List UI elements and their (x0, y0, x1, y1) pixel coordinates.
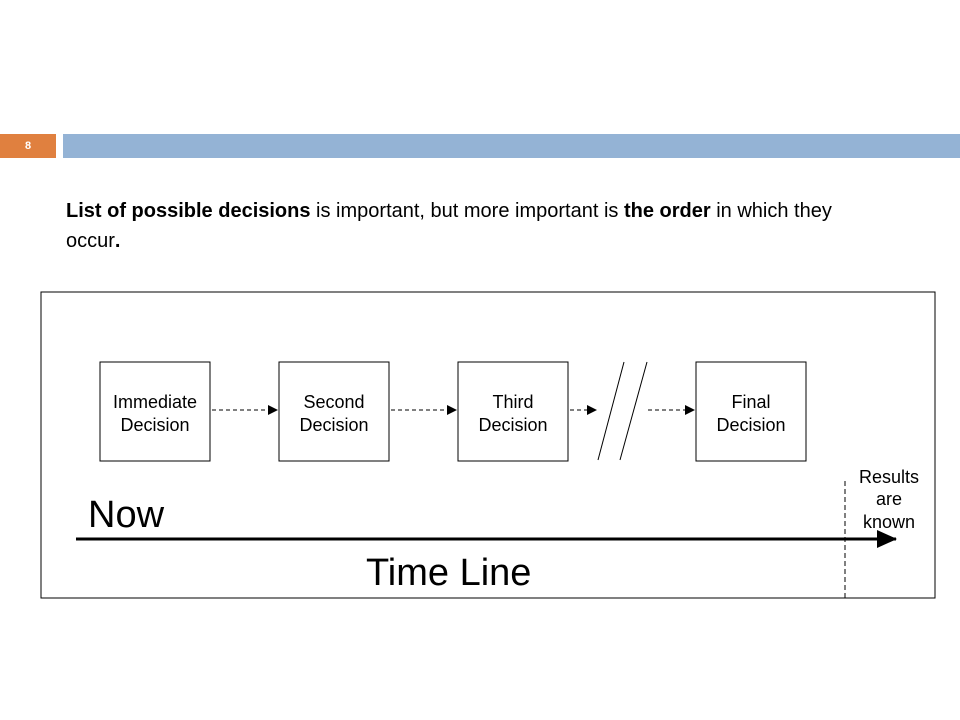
results-label-line3: known (863, 512, 915, 532)
intro-bold-1: List of possible decisions (66, 200, 311, 222)
box-label-line1: Third (492, 392, 533, 412)
box-label-line1: Immediate (113, 392, 197, 412)
box-label-line2: Decision (478, 415, 547, 435)
diagram-frame (40, 291, 936, 599)
decision-box-immediate: Immediate Decision (99, 361, 211, 462)
decision-box-second: Second Decision (278, 361, 390, 462)
intro-bold-3: . (114, 230, 121, 252)
results-label-line2: are (876, 489, 902, 509)
intro-plain-1: is important, but more important is (310, 200, 624, 222)
header-bar (63, 134, 960, 158)
box-label-line2: Decision (716, 415, 785, 435)
box-label-line2: Decision (120, 415, 189, 435)
break-slash-2 (619, 361, 648, 461)
decision-box-third: Third Decision (457, 361, 569, 462)
intro-bold-2: the order (623, 200, 711, 222)
box-label-line1: Second (303, 392, 364, 412)
now-label: Now (88, 494, 165, 536)
timeline-label: Time Line (366, 552, 531, 594)
box-label-line1: Final (731, 392, 770, 412)
intro-text: List of possible decisions is important,… (66, 196, 886, 256)
decision-box-final: Final Decision (695, 361, 807, 462)
intro-plain-2: in which they occur (66, 200, 832, 252)
results-label-line1: Results (859, 467, 919, 487)
slide-number: 8 (0, 134, 56, 158)
break-slash-1 (597, 361, 625, 461)
box-label-line2: Decision (299, 415, 368, 435)
